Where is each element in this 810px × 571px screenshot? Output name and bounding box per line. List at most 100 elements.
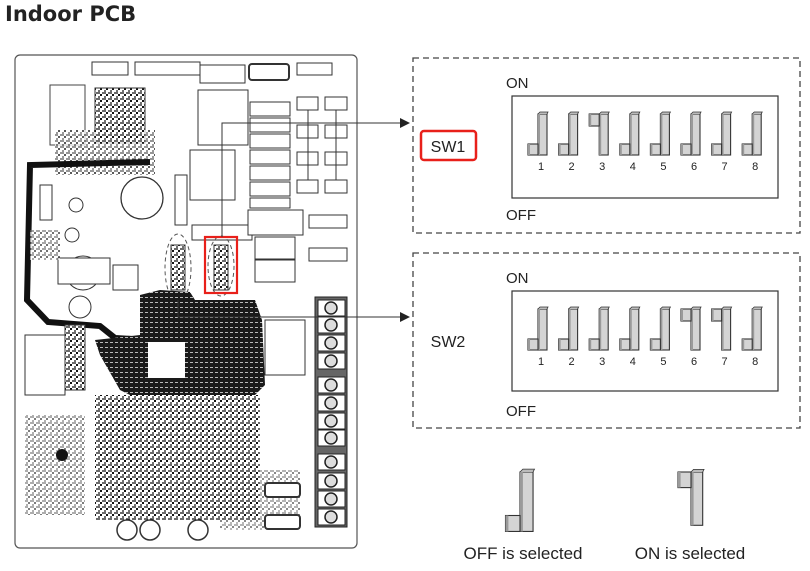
connector — [296, 62, 333, 76]
dip-switch-number: 2 — [569, 356, 575, 368]
capacitor — [120, 176, 164, 220]
sw1-dip-housing — [511, 95, 779, 199]
terminal-screw-icon — [324, 318, 338, 332]
potentiometer — [116, 519, 138, 541]
dip-switch-number: 1 — [538, 161, 544, 173]
sw2-callout-arrow — [177, 300, 410, 322]
connector — [39, 184, 53, 221]
transistor-row — [55, 130, 155, 175]
terminal-screw-icon — [324, 414, 338, 428]
legend-off-text: OFF is selected — [463, 544, 582, 563]
sw1-dashed-frame — [412, 57, 801, 234]
capacitor — [68, 295, 92, 319]
dip-switch-8-off — [741, 306, 763, 351]
right-connectors — [296, 96, 348, 262]
connector — [24, 334, 66, 396]
dip-switch-2-off — [558, 111, 580, 156]
dip-switch-number: 5 — [660, 161, 666, 173]
sw1-on-board — [213, 244, 229, 291]
sw1-callout-arrow — [221, 118, 410, 237]
component-array — [30, 230, 60, 260]
dip-switch-1-off — [527, 306, 549, 351]
connector — [134, 61, 201, 76]
legend-off-switch-icon — [504, 468, 536, 533]
dip-switch-number: 7 — [722, 356, 728, 368]
terminal-screw-icon — [324, 455, 338, 469]
dip-switch-6-on — [680, 306, 702, 351]
dip-switch-7-off — [711, 111, 733, 156]
capacitor — [68, 197, 84, 213]
terminal-screw-icon — [324, 492, 338, 506]
relay-column — [247, 101, 304, 283]
sw1-on-label: ON — [506, 75, 529, 92]
sw2-on-board — [170, 244, 186, 291]
dip-switch-4-off — [619, 306, 641, 351]
sw1-switches: 1 2 3 4 5 6 7 8 — [527, 111, 763, 173]
dip-switch-number: 8 — [752, 161, 758, 173]
lower-left-circuitry — [25, 415, 85, 515]
terminal-screw-icon — [324, 474, 338, 488]
pcb-illustration — [14, 54, 358, 549]
legend-on-switch-icon — [677, 469, 705, 526]
sw1-panel: SW1 ON OFF 1 2 3 4 5 6 7 8 — [412, 57, 801, 234]
dip-switch-7-on — [711, 306, 733, 351]
dip-switch-number: 4 — [630, 356, 636, 368]
terminal-screw-icon — [324, 396, 338, 410]
component — [189, 149, 236, 201]
sw1-label: SW1 — [431, 139, 466, 156]
legend-on-text: ON is selected — [635, 544, 746, 563]
dip-switch-number: 5 — [660, 356, 666, 368]
dip-switch-6-off — [680, 111, 702, 156]
dip-switch-4-off — [619, 111, 641, 156]
dip-switch-number: 1 — [538, 356, 544, 368]
terminal-screw-icon — [324, 354, 338, 368]
dip-switch-5-off — [649, 111, 672, 156]
dip-switch-number: 3 — [599, 161, 605, 173]
transformer-core — [57, 257, 111, 285]
connector — [64, 324, 86, 391]
connector — [91, 61, 129, 76]
connector — [248, 63, 290, 81]
page-title: Indoor PCB — [5, 2, 137, 26]
mcu-chip — [148, 342, 185, 378]
dip-switch-number: 2 — [569, 161, 575, 173]
sw2-off-label: OFF — [506, 403, 536, 420]
dip-switch-number: 6 — [691, 356, 697, 368]
component — [264, 319, 306, 376]
off-switch-example — [504, 468, 536, 533]
terminal-screw-icon — [324, 510, 338, 524]
inductor — [56, 449, 68, 461]
dip-switch-number: 6 — [691, 161, 697, 173]
sw1-label-highlight — [419, 129, 478, 162]
sw2-label: SW2 — [431, 334, 466, 351]
dip-switch-5-off — [649, 306, 672, 351]
on-switch-example — [677, 469, 705, 526]
sw1-highlight-on-board — [203, 235, 239, 295]
component — [264, 514, 301, 530]
terminal-screw-icon — [324, 301, 338, 315]
sw2-on-label: ON — [506, 270, 529, 287]
connector — [199, 64, 246, 84]
terminal-screw-icon — [324, 378, 338, 392]
dip-switch-8-off — [741, 111, 763, 156]
terminal-screw-icon — [324, 336, 338, 350]
dip-switch-number: 7 — [722, 161, 728, 173]
component — [264, 482, 301, 498]
sw2-dip-housing — [511, 290, 779, 392]
dip-switch-2-off — [558, 306, 580, 351]
component — [174, 174, 188, 226]
potentiometer — [187, 519, 209, 541]
terminal-screw-icon — [324, 431, 338, 445]
sw2-dashed-frame — [412, 252, 801, 429]
dip-switch-number: 8 — [752, 356, 758, 368]
relay — [197, 89, 249, 146]
potentiometer — [139, 519, 161, 541]
sw1-off-label: OFF — [506, 207, 536, 224]
component — [112, 264, 139, 291]
capacitor — [64, 227, 80, 243]
dip-switch-3-on — [588, 111, 610, 156]
dip-switch-number: 4 — [630, 161, 636, 173]
